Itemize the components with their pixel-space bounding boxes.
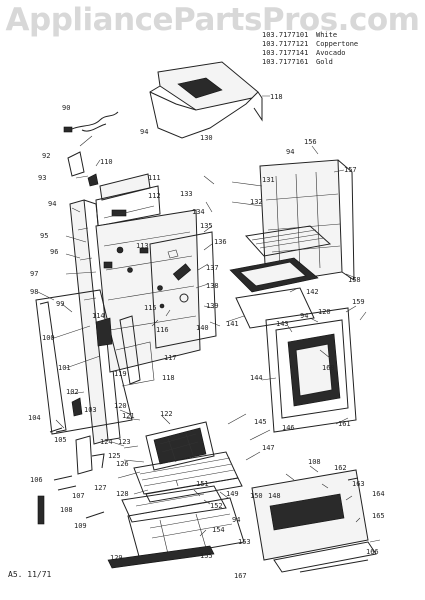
legend-row: 103.7177101 White	[262, 31, 358, 40]
model-color: Coppertone	[316, 40, 359, 48]
burner-pan	[145, 421, 215, 471]
latch-124	[75, 435, 93, 475]
hook-125	[91, 453, 105, 469]
watermark: AppliancePartsPros.com	[5, 2, 420, 38]
model-color: Avocado	[316, 49, 346, 57]
model-color: Gold	[316, 58, 333, 66]
power-cord	[63, 111, 119, 133]
kick-panel	[107, 545, 215, 569]
top-cover	[149, 61, 263, 139]
leader-lines	[37, 95, 381, 543]
clip-110	[87, 173, 99, 187]
control-panel	[95, 173, 161, 227]
door-frame	[265, 307, 357, 433]
legend-row: 103.7177161 Gold	[262, 58, 358, 67]
bracket-92	[67, 151, 85, 177]
pin-107	[53, 475, 77, 491]
screw-105	[49, 427, 63, 433]
oven-rack	[245, 225, 332, 257]
sensor-106	[37, 495, 45, 525]
legend-row: 103.7177121 Coppertone	[262, 40, 358, 49]
oven-door	[251, 469, 377, 573]
rear-panel	[95, 209, 201, 373]
model-number: 103.7177141	[262, 49, 309, 57]
date-code: A5. 11/71	[8, 570, 52, 579]
broiler-rack	[133, 451, 243, 503]
screw-109	[85, 511, 105, 519]
model-number: 103.7177161	[262, 58, 309, 66]
oven-bottom-141	[235, 287, 315, 329]
oven-bottom-pan	[229, 257, 319, 293]
model-legend: 103.7177101 White 103.7177121 Coppertone 1…	[262, 31, 358, 67]
legend-row: 103.7177141 Avocado	[262, 49, 358, 58]
heat-shield	[149, 231, 217, 349]
front-frame	[35, 289, 155, 435]
hinge-103	[71, 397, 83, 417]
model-number: 103.7177121	[262, 40, 309, 48]
model-number: 103.7177101	[262, 31, 309, 39]
model-color: White	[316, 31, 338, 39]
broiler-pan	[121, 485, 245, 561]
